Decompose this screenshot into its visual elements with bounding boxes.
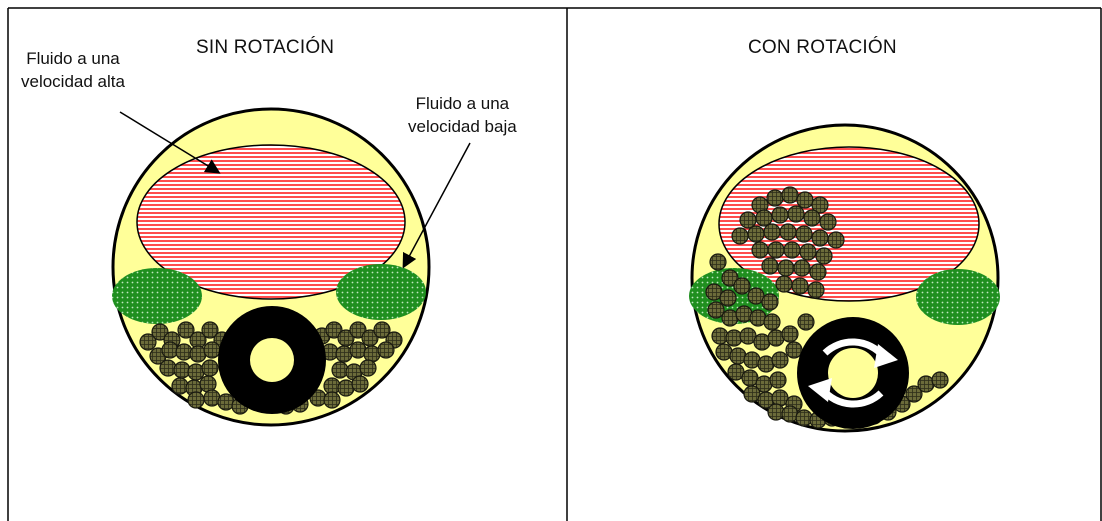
left-pipe-bore xyxy=(250,338,294,382)
cutting-particle xyxy=(203,341,221,359)
cutting-particle xyxy=(725,329,743,347)
cutting-particle xyxy=(761,257,779,275)
cutting-particle xyxy=(905,385,923,403)
left-low-velocity-fluid-left xyxy=(112,268,202,324)
cutting-particle xyxy=(811,196,829,214)
frame-lines xyxy=(7,7,1102,521)
cutting-particle xyxy=(733,277,751,295)
cutting-particle xyxy=(377,341,395,359)
cutting-particle xyxy=(785,341,803,359)
cutting-particle xyxy=(787,205,805,223)
cutting-particle xyxy=(771,206,789,224)
cutting-particle xyxy=(781,325,799,343)
cutting-particle xyxy=(711,327,729,345)
cutting-particle xyxy=(201,359,219,377)
label-low-velocity: Fluido a una velocidad baja xyxy=(408,92,517,138)
cutting-particle xyxy=(779,223,797,241)
cutting-particle xyxy=(771,351,789,369)
cutting-particle xyxy=(763,313,781,331)
cutting-particle xyxy=(175,343,193,361)
rotation-arrows-icon xyxy=(808,338,898,408)
cutting-particle xyxy=(791,277,809,295)
cutting-particle xyxy=(767,241,785,259)
cutting-particle xyxy=(177,321,195,339)
cutting-particle xyxy=(761,293,779,311)
cutting-particle xyxy=(769,371,787,389)
left-panel-title: SIN ROTACIÓN xyxy=(196,37,335,58)
right-wellbore xyxy=(689,123,1000,433)
right-pipe-bore xyxy=(828,348,878,398)
left-low-velocity-fluid-right xyxy=(336,264,426,320)
cutting-particle xyxy=(373,321,391,339)
cutting-particle xyxy=(709,253,727,271)
cutting-particle xyxy=(351,375,369,393)
cutting-particle xyxy=(796,191,814,209)
cutting-particle xyxy=(799,243,817,261)
cutting-particle xyxy=(797,313,815,331)
cutting-particle xyxy=(819,213,837,231)
left-wellbore xyxy=(111,107,431,427)
right-low-velocity-fluid-right xyxy=(916,269,1000,325)
cutting-particle xyxy=(159,359,177,377)
cutting-particle xyxy=(359,359,377,377)
arrow-low-velocity xyxy=(402,142,471,269)
cutting-particle xyxy=(201,321,219,339)
cutting-particle xyxy=(331,361,349,379)
cutting-particle xyxy=(751,241,769,259)
cutting-particle xyxy=(767,403,785,421)
cutting-particle xyxy=(807,281,825,299)
cutting-particle xyxy=(323,391,341,409)
cutting-particle xyxy=(781,186,799,204)
cutting-particle xyxy=(793,259,811,277)
cutting-particle xyxy=(719,289,737,307)
right-cuttings xyxy=(705,186,949,429)
cutting-particle xyxy=(827,231,845,249)
cutting-particle xyxy=(173,361,191,379)
cutting-particle xyxy=(815,247,833,265)
cutting-particle xyxy=(763,223,781,241)
cutting-particle xyxy=(766,189,784,207)
label-low-velocity-line1: Fluido a una xyxy=(415,94,510,113)
cutting-particle xyxy=(809,263,827,281)
label-high-velocity-line2: velocidad alta xyxy=(21,72,125,91)
cutting-particle xyxy=(721,269,739,287)
cutting-particle xyxy=(775,275,793,293)
cutting-particle xyxy=(783,241,801,259)
cutting-particle xyxy=(161,341,179,359)
cutting-particle xyxy=(803,209,821,227)
cutting-particle xyxy=(325,321,343,339)
cutting-particle xyxy=(187,391,205,409)
left-high-velocity-fluid xyxy=(136,144,406,300)
cutting-particle xyxy=(349,321,367,339)
cutting-particle xyxy=(795,225,813,243)
cutting-particle xyxy=(139,333,157,351)
right-panel-title: CON ROTACIÓN xyxy=(748,37,897,58)
arrow-high-velocity xyxy=(119,111,221,174)
cutting-particle xyxy=(931,371,949,389)
cutting-particle xyxy=(795,409,813,427)
cutting-particle xyxy=(811,229,829,247)
label-high-velocity-line1: Fluido a una xyxy=(26,49,120,68)
cutting-particle xyxy=(151,323,169,341)
cutting-particle xyxy=(731,227,749,245)
label-low-velocity-line2: velocidad baja xyxy=(408,117,517,136)
cutting-particle xyxy=(171,377,189,395)
cutting-particle xyxy=(777,259,795,277)
cutting-particle xyxy=(755,209,773,227)
cutting-particle xyxy=(707,301,725,319)
cutting-particle xyxy=(747,225,765,243)
cutting-particle xyxy=(739,211,757,229)
label-high-velocity: Fluido a una velocidad alta xyxy=(21,47,125,93)
